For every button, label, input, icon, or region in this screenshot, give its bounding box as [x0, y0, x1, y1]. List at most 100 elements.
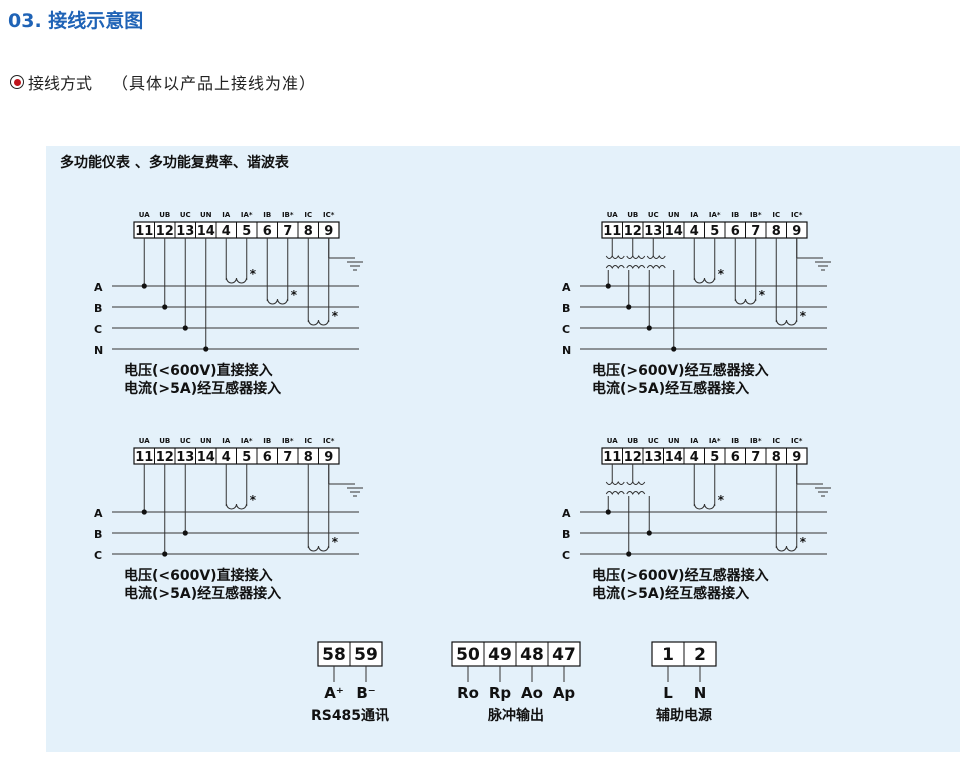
- terminal-signal-label: IB: [731, 211, 739, 219]
- diagram-caption-voltage: 电压(<600V)直接接入: [124, 362, 273, 379]
- terminal-signal-label: IB*: [282, 211, 294, 219]
- terminal-number: 7: [283, 224, 292, 239]
- terminal-signal-label: IA*: [241, 211, 253, 219]
- terminal-signal-label: UN: [668, 211, 680, 219]
- terminal-number: 2: [694, 645, 706, 665]
- vt-coil-secondary: [626, 491, 646, 495]
- terminal-signal-label: UN: [200, 437, 212, 445]
- ct-polarity-mark: *: [332, 535, 339, 549]
- diagram-caption-current: 电流(>5A)经互感器接入: [592, 585, 749, 602]
- terminal-number: 9: [324, 224, 333, 239]
- phase-label: B: [94, 302, 102, 315]
- terminal-signal-label: IC: [304, 437, 312, 445]
- diagram-caption-current: 电流(>5A)经互感器接入: [592, 380, 749, 397]
- terminal-number: 4: [222, 224, 231, 239]
- wiring-method-note: （具体以产品上接线为准）: [112, 74, 317, 93]
- terminal-label: Ap: [553, 684, 576, 702]
- terminal-number: 5: [710, 450, 719, 465]
- vt-coil-primary: [605, 481, 625, 485]
- terminal-signal-label: IB*: [750, 211, 762, 219]
- ct-coil: [308, 319, 329, 326]
- terminal-label: B⁻: [356, 684, 375, 702]
- diagram-caption-voltage: 电压(>600V)经互感器接入: [592, 567, 769, 584]
- junction-dot: [182, 530, 188, 536]
- phase-label: A: [94, 507, 103, 520]
- diagram-caption-current: 电流(>5A)经互感器接入: [124, 585, 281, 602]
- terminal-number: 13: [644, 224, 662, 239]
- terminal-number: 14: [197, 224, 215, 239]
- panel-title: 多功能仪表 、多功能复费率、谐波表: [60, 155, 289, 171]
- terminal-number: 4: [222, 450, 231, 465]
- vt-coil-primary: [646, 255, 666, 259]
- terminal-signal-label: UA: [607, 437, 618, 445]
- phase-label: C: [94, 549, 102, 562]
- terminal-number: 14: [665, 224, 683, 239]
- ct-polarity-mark: *: [800, 535, 807, 549]
- terminal-number: 13: [176, 450, 194, 465]
- junction-dot: [182, 325, 188, 331]
- terminal-number: 12: [156, 224, 174, 239]
- terminal-number: 14: [665, 450, 683, 465]
- vt-coil-primary: [626, 481, 646, 485]
- phase-label: B: [562, 302, 570, 315]
- phase-label: C: [562, 323, 570, 336]
- phase-label: N: [94, 344, 103, 357]
- terminal-number: 13: [176, 224, 194, 239]
- terminal-number: 12: [624, 450, 642, 465]
- terminal-signal-label: UN: [200, 211, 212, 219]
- terminal-signal-label: IA: [222, 437, 231, 445]
- terminal-number: 7: [751, 224, 760, 239]
- terminal-number: 11: [603, 224, 621, 239]
- terminal-number: 11: [135, 450, 153, 465]
- terminal-signal-label: UN: [668, 437, 680, 445]
- vt-coil-primary: [626, 255, 646, 259]
- terminal-label: Ro: [457, 684, 479, 702]
- ct-coil: [735, 298, 756, 305]
- terminal-number: 1: [662, 645, 674, 665]
- junction-dot: [162, 304, 168, 310]
- terminal-signal-label: UB: [627, 211, 638, 219]
- terminal-block-caption: RS485通讯: [311, 708, 389, 724]
- terminal-number: 13: [644, 450, 662, 465]
- vt-coil-secondary: [605, 491, 625, 495]
- terminal-signal-label: UA: [139, 211, 150, 219]
- terminal-number: 9: [792, 224, 801, 239]
- junction-dot: [203, 346, 209, 352]
- terminal-number: 48: [520, 645, 544, 665]
- terminal-number: 12: [624, 224, 642, 239]
- terminal-signal-label: IA*: [709, 437, 721, 445]
- terminal-number: 7: [751, 450, 760, 465]
- phase-label: C: [562, 549, 570, 562]
- terminal-signal-label: IC*: [791, 211, 803, 219]
- terminal-signal-label: IB: [263, 437, 271, 445]
- ct-polarity-mark: *: [332, 309, 339, 323]
- terminal-number: 8: [304, 450, 313, 465]
- terminal-number: 11: [603, 450, 621, 465]
- terminal-signal-label: IC*: [323, 211, 335, 219]
- terminal-block-rs485: 58A⁺59B⁻RS485通讯: [311, 641, 389, 724]
- terminal-number: 4: [690, 450, 699, 465]
- terminal-number: 58: [322, 645, 346, 665]
- terminal-signal-label: UA: [139, 437, 150, 445]
- phase-label: A: [562, 507, 571, 520]
- ct-coil: [776, 545, 797, 552]
- terminal-number: 8: [772, 450, 781, 465]
- terminal-number: 7: [283, 450, 292, 465]
- terminal-signal-label: IC: [772, 211, 780, 219]
- terminal-number: 49: [488, 645, 512, 665]
- phase-label: A: [562, 281, 571, 294]
- ct-polarity-mark: *: [250, 267, 257, 281]
- terminal-signal-label: IB*: [282, 437, 294, 445]
- junction-dot: [626, 551, 632, 557]
- terminal-label: Rp: [489, 684, 512, 702]
- diagram-caption-voltage: 电压(>600V)经互感器接入: [592, 362, 769, 379]
- ct-polarity-mark: *: [718, 493, 725, 507]
- terminal-signal-label: IB: [731, 437, 739, 445]
- ct-polarity-mark: *: [250, 493, 257, 507]
- terminal-number: 14: [197, 450, 215, 465]
- wiring-method-line: 接线方式 （具体以产品上接线为准）: [10, 70, 316, 94]
